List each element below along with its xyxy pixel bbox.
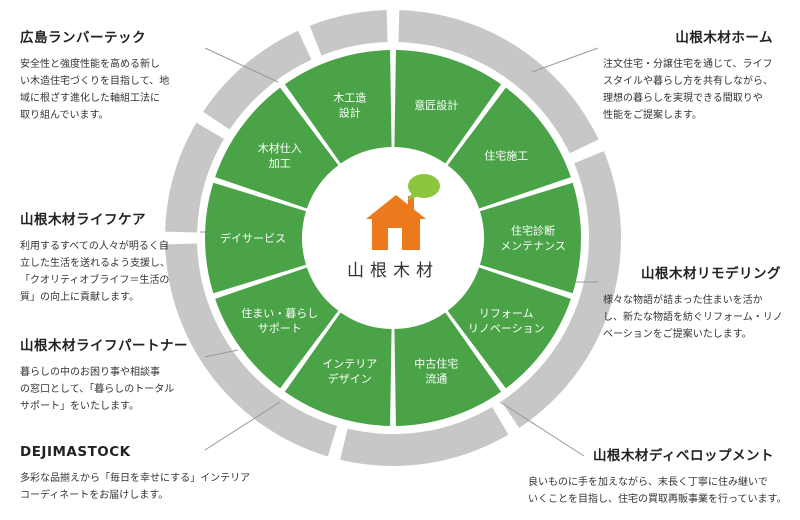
panel-description: 利用するすべての人々が明るく自 立した生活を送れるよう支援し、 「クオリティオブ… bbox=[20, 241, 170, 303]
panel-title: 山根木材ライフパートナー bbox=[20, 338, 188, 354]
segment-label: インテリア bbox=[322, 358, 377, 371]
segment-label: 意匠設計 bbox=[414, 98, 458, 112]
segment-label: 住まい・暮らし bbox=[241, 306, 318, 320]
house-icon bbox=[366, 195, 426, 250]
connector-line bbox=[204, 401, 281, 451]
panel-title: 山根木材ライフケア bbox=[20, 212, 146, 228]
panel-dejimastock: DEJIMASTOCK 多彩な品揃えから「毎日を幸せにする」インテリア コーディ… bbox=[20, 444, 300, 504]
panel-description: 多彩な品揃えから「毎日を幸せにする」インテリア コーディネートをお届けします。 bbox=[20, 473, 251, 501]
segment-label: 住宅診断 bbox=[511, 224, 555, 238]
segment-jutaku-sekou bbox=[447, 87, 571, 209]
segment-shindan bbox=[479, 182, 581, 294]
panel-description: 様々な物語が詰まった住まいを活か し、新たな物語を紡ぐリフォーム・リノ ベーショ… bbox=[603, 295, 783, 340]
panel-lifecare: 山根木材ライフケア 利用するすべての人々が明るく自 立した生活を送れるよう支援し… bbox=[20, 208, 205, 306]
panel-yamane-remodeling: 山根木材リモデリング 様々な物語が詰まった住まいを活か し、新たな物語を紡ぐリフ… bbox=[603, 262, 793, 343]
panel-hiroshima-lumbertec: 広島ランバーテック 安全性と強度性能を高める新し い木造住宅づくりを目指して、地… bbox=[20, 26, 205, 124]
panel-description: 暮らしの中のお困り事や相談事 の窓口として、「暮らしのトータル サポート」をいた… bbox=[20, 367, 175, 412]
segment-ishou bbox=[394, 50, 502, 164]
panel-title: 山根木材リモデリング bbox=[641, 266, 781, 282]
segment-label: 設計 bbox=[339, 105, 361, 119]
segment-day-service bbox=[205, 182, 307, 294]
segment-label: サポート bbox=[258, 322, 302, 335]
segment-label: メンテナンス bbox=[500, 240, 566, 253]
connector-line bbox=[499, 401, 585, 457]
outer-ring-arc bbox=[309, 10, 388, 56]
segment-mokuzai bbox=[215, 87, 339, 209]
speech-bubble-icon bbox=[407, 174, 440, 201]
outer-ring bbox=[165, 10, 621, 467]
segment-label: 流通 bbox=[425, 372, 447, 386]
segment-label: 木材仕入 bbox=[258, 141, 302, 155]
connector-line bbox=[204, 47, 279, 83]
connector-line bbox=[531, 47, 599, 73]
panel-lifepartner: 山根木材ライフパートナー 暮らしの中のお困り事や相談事 の窓口として、「暮らしの… bbox=[20, 334, 205, 415]
outer-ring-arc bbox=[340, 407, 509, 467]
panel-yamane-development: 山根木材ディベロップメント 良いものに手を加えながら、末長く丁寧に住み継いで い… bbox=[528, 444, 794, 508]
panel-title: 広島ランバーテック bbox=[20, 30, 146, 46]
segment-label: 住宅施工 bbox=[484, 149, 528, 163]
outer-ring-arc bbox=[501, 151, 621, 428]
segment-label: デイサービス bbox=[220, 231, 286, 245]
segment-label: デザイン bbox=[328, 372, 372, 386]
segment-label: リノベーション bbox=[468, 322, 545, 335]
segment-label: 木工造 bbox=[333, 90, 366, 104]
outer-ring-arc bbox=[398, 10, 599, 154]
segment-label: リフォーム bbox=[479, 307, 534, 320]
panel-description: 良いものに手を加えながら、末長く丁寧に住み継いで いくことを目指し、住宅の買取再… bbox=[528, 477, 787, 505]
connector-line bbox=[204, 349, 239, 358]
panel-title: 山根木材ホーム bbox=[675, 30, 773, 46]
outer-ring-arc bbox=[165, 122, 224, 233]
segment-label: 加工 bbox=[269, 157, 291, 170]
segment-label: 中古住宅 bbox=[414, 357, 458, 371]
connector-lines bbox=[200, 47, 599, 457]
outer-ring-arc bbox=[203, 30, 312, 130]
outer-ring-arc bbox=[165, 243, 338, 457]
panel-description: 注文住宅・分譲住宅を通じて、ライフ スタイルや暮らし方を共有しながら、 理想の暮… bbox=[603, 59, 773, 121]
segment-interior bbox=[284, 312, 392, 426]
segment-kurashi bbox=[215, 267, 339, 389]
segment-mokkou bbox=[284, 50, 392, 164]
segment-reform bbox=[447, 267, 571, 389]
center-logo: 山根木材 bbox=[347, 174, 440, 281]
center-logo-text: 山根木材 bbox=[347, 261, 439, 281]
panel-title: 山根木材ディベロップメント bbox=[592, 448, 774, 464]
panel-description: 安全性と強度性能を高める新し い木造住宅づくりを目指して、地 域に根ざす進化した… bbox=[20, 59, 170, 121]
panel-yamane-home: 山根木材ホーム 注文住宅・分譲住宅を通じて、ライフ スタイルや暮らし方を共有しな… bbox=[603, 26, 793, 124]
panel-title: DEJIMASTOCK bbox=[20, 444, 131, 460]
segment-chuko bbox=[394, 312, 502, 426]
